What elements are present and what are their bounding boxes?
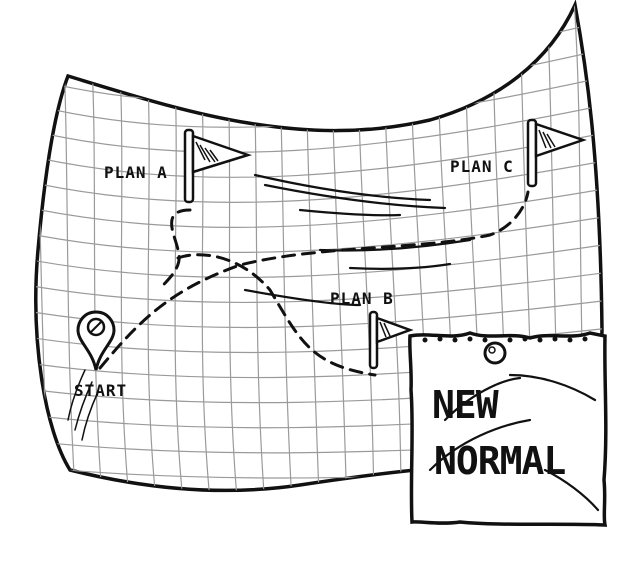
start-marker: START [74, 310, 127, 400]
plan-a-label: PLAN A [104, 163, 168, 182]
route-to-plan-a [158, 208, 192, 292]
flag-icon [526, 118, 587, 188]
flag-icon [368, 310, 414, 370]
route-to-plan-b [176, 253, 377, 377]
note-ring-holes [422, 336, 588, 343]
plan-c-label: PLAN C [450, 157, 514, 176]
pushpin-icon [483, 341, 507, 365]
dashed-routes [98, 190, 530, 377]
note-title-line1: NEW [432, 383, 499, 427]
note-shine-strokes [428, 373, 600, 512]
plan-c-flag: PLAN C [450, 118, 587, 188]
flag-icon [183, 128, 253, 204]
plan-a-flag: PLAN A [104, 128, 253, 204]
plan-b-flag: PLAN B [330, 289, 414, 370]
route-to-plan-c [98, 190, 530, 370]
note-paper [408, 331, 608, 527]
start-label: START [74, 381, 127, 400]
plan-b-label: PLAN B [330, 289, 394, 308]
note-title-line2: NORMAL [434, 439, 565, 483]
map-pin-icon [76, 310, 116, 371]
map-wrinkles [67, 173, 472, 441]
new-normal-note: NEW NORMAL [408, 331, 608, 527]
